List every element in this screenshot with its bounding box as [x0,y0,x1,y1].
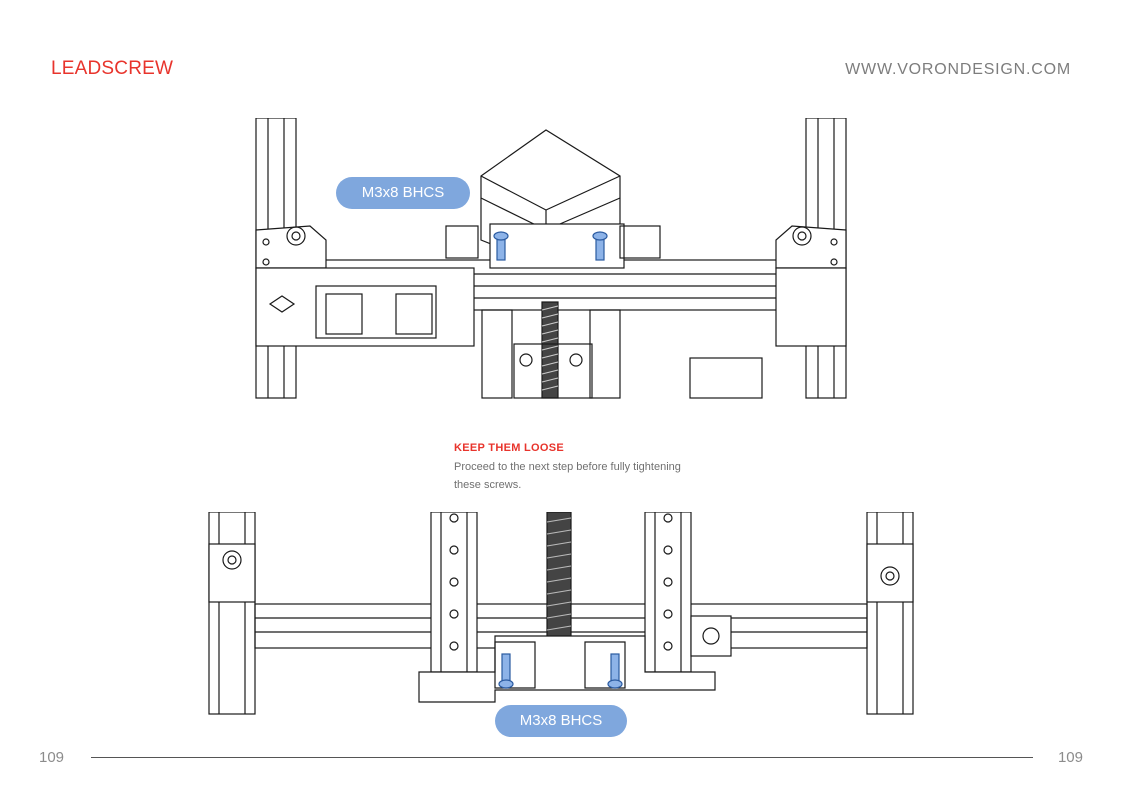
site-url: WWW.VORONDESIGN.COM [845,61,1071,78]
page-number-left: 109 [39,749,65,766]
bottom-carriage-illustration [208,512,914,715]
page-number-right: 109 [1057,749,1083,766]
section-title: LEADSCREW [51,58,174,79]
top-screw-callout: M3x8 BHCS [336,177,470,209]
top-gantry-illustration [255,118,847,399]
note-title: KEEP THEM LOOSE [454,442,565,454]
note-body: Proceed to the next step before fully ti… [454,461,681,491]
footer-divider [91,757,1033,758]
bottom-screw-callout: M3x8 BHCS [495,705,627,737]
